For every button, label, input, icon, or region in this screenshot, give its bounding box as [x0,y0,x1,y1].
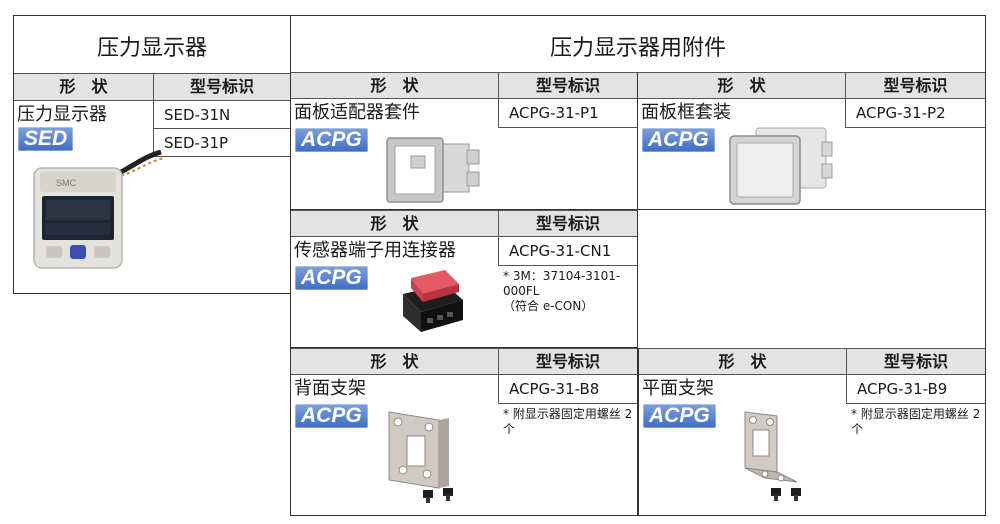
accessory-model: ACPG-31-P1 [498,99,637,128]
accessory-model: ACPG-31-B9 [846,375,985,404]
accessory-note: * 3M：37104-3101-000FL （符合 e-CON） [503,269,621,313]
accessory-cell-flat-bracket: 形 状 型号标识 平面支架 ACPG ACPG-31-B9 * 附显示器固定用螺… [638,348,985,515]
shape-column-header: 形 状 [291,210,498,237]
accessory-cell-panel-adapter: 形 状 型号标识 面板适配器套件 ACPG ACPG-31-P1 [291,72,638,210]
accessory-note: * 附显示器固定用螺丝 2 个 [503,407,633,436]
flat-bracket-image [744,411,801,501]
sed-badge: SED [18,127,74,151]
accessory-name: 面板适配器套件 [294,102,420,123]
model-header-text: 型号标识 [535,352,600,371]
model-column-header: 型号标识 [498,210,637,237]
connector-image [403,270,463,332]
accessory-model: ACPG-31-P2 [845,99,985,128]
pressure-display-title: 压力显示器 [96,36,207,61]
model-header-text: 型号标识 [535,214,600,233]
accessory-name: 面板框套装 [641,102,731,123]
shape-column-header: 形 状 [291,348,498,375]
back-bracket-image [388,411,453,503]
shape-header-text: 形 状 [718,352,767,371]
shape-column-header: 形 状 [639,348,846,375]
model-column-header: 型号标识 [153,73,290,101]
shape-header-text: 形 状 [370,76,419,95]
accessory-name: 传感器端子用连接器 [294,240,456,261]
panel-adapter-image [386,137,480,203]
accessory-name: 平面支架 [642,378,714,399]
accessory-model: ACPG-31-CN1 [498,237,637,266]
shape-column-header: 形 状 [638,72,845,99]
shape-column-header: 形 状 [291,72,498,99]
shape-header-text: 形 状 [370,352,419,371]
accessory-cell-panel-frame: 形 状 型号标识 面板框套装 ACPG ACPG-31-P2 [638,72,985,210]
device-brand-text: SMC [56,178,77,188]
accessory-cell-connector: 形 状 型号标识 传感器端子用连接器 ACPG ACPG-31-CN1 * 3M… [291,210,638,348]
shape-header-text: 形 状 [717,76,766,95]
model-column-header: 型号标识 [498,348,637,375]
accessory-name: 背面支架 [294,378,366,399]
acpg-badge: ACPG [295,266,368,290]
model-header-text: 型号标识 [535,76,600,95]
product-name: 压力显示器 [17,104,107,125]
accessories-title: 压力显示器用附件 [549,36,726,61]
shape-header-text: 形 状 [370,214,419,233]
acpg-badge: ACPG [295,128,368,152]
model-header-text: 型号标识 [883,76,948,95]
panel-frame-image [729,127,833,205]
model-column-header: 型号标识 [845,72,985,99]
model-header-text: 型号标识 [883,352,948,371]
shape-header-text: 形 状 [59,77,108,96]
model-column-header: 型号标识 [846,348,985,375]
accessory-model: ACPG-31-B8 [498,375,637,404]
shape-column-header: 形 状 [14,73,153,101]
model-header-text: 型号标识 [189,77,254,96]
acpg-badge: ACPG [642,128,715,152]
pressure-display-image: SMC [33,149,165,269]
accessory-cell-back-bracket: 形 状 型号标识 背面支架 ACPG ACPG-31-B8 * 附显示器固定用螺… [291,348,638,515]
pressure-display-panel: 压力显示器 形 状 型号标识 压力显示器 SED SED-31N SED-31P… [13,15,291,294]
accessory-note: * 附显示器固定用螺丝 2 个 [851,407,981,436]
model-code-npn: SED-31N [153,101,290,129]
model-code-pnp: SED-31P [153,129,290,157]
model-column-header: 型号标识 [498,72,637,99]
acpg-badge: ACPG [295,404,368,428]
acpg-badge: ACPG [643,404,716,428]
